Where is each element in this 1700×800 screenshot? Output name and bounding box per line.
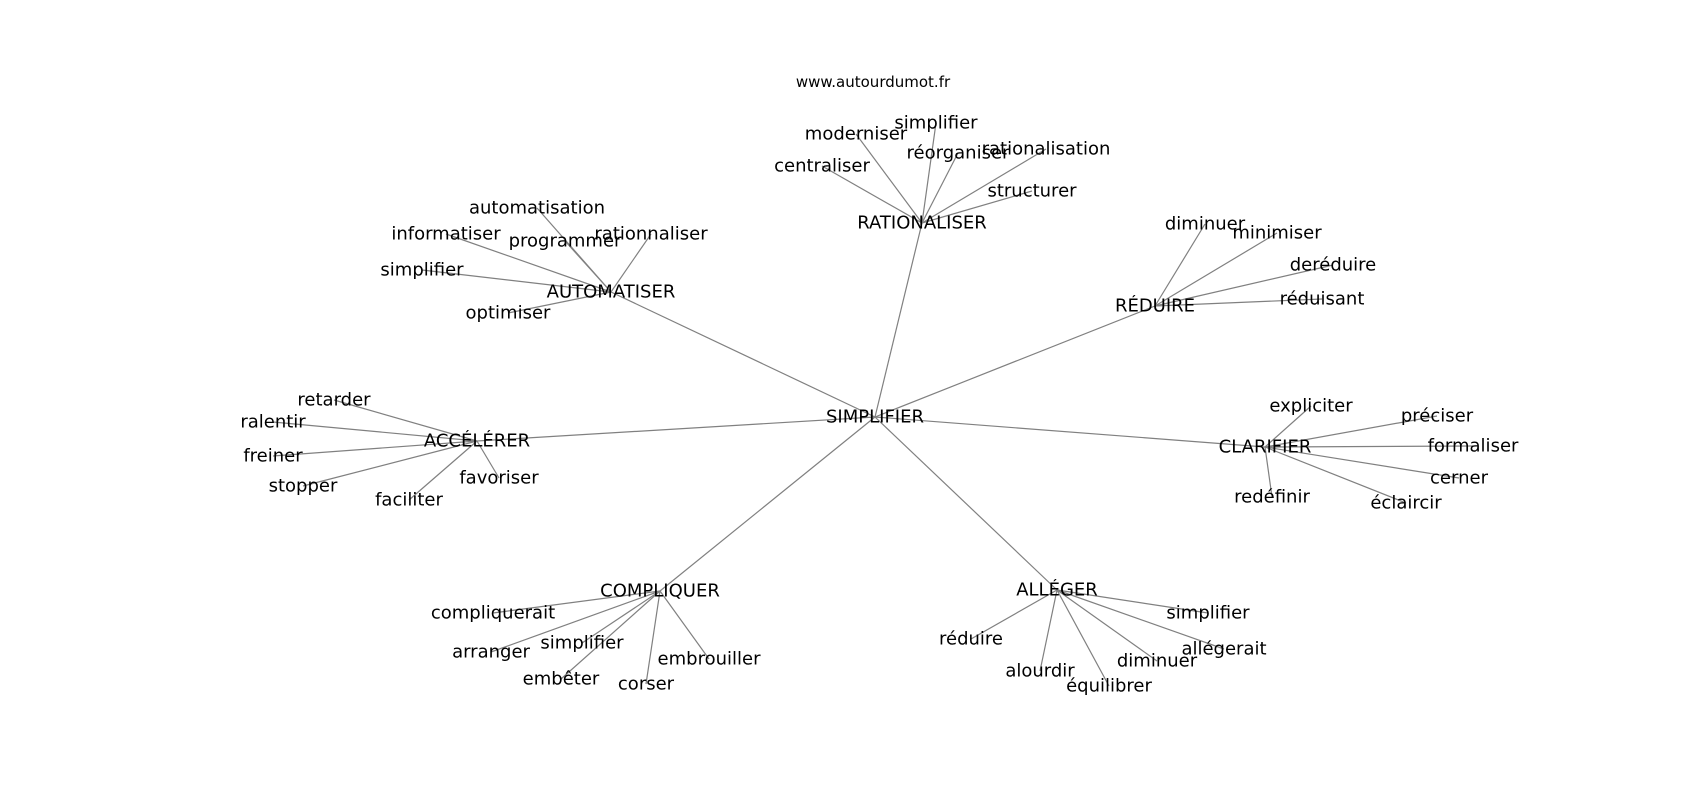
edge-center-compliquer: [659, 416, 876, 592]
edge-rationaliser-0: [855, 133, 923, 224]
leaf-node-automatiser-5: optimiser: [466, 303, 551, 324]
edge-automatiser-3: [610, 233, 652, 293]
leaf-node-rationaliser-3: rationalisation: [982, 139, 1111, 160]
leaf-node-compliquer-3: embêter: [523, 669, 600, 690]
edge-compliquer-3: [560, 590, 661, 680]
leaf-node-rationaliser-0: moderniser: [805, 124, 908, 145]
edge-compliquer-2: [581, 590, 661, 644]
edge-rationaliser-4: [821, 165, 923, 224]
leaf-node-automatiser-1: informatiser: [391, 224, 501, 245]
hub-node-accelerer: ACCÉLÉRER: [424, 430, 530, 452]
hub-node-reduire: RÉDUIRE: [1115, 295, 1195, 317]
edge-alleger-5: [1056, 589, 1158, 662]
leaf-node-automatiser-2: programmer: [509, 231, 622, 252]
leaf-node-reduire-2: deréduire: [1290, 255, 1377, 276]
edge-reduire-3: [1154, 298, 1323, 307]
leaf-node-accelerer-5: favoriser: [459, 468, 539, 489]
leaf-node-reduire-3: réduisant: [1280, 289, 1365, 310]
leaf-node-rationaliser-2: réorganiser: [907, 143, 1010, 164]
edge-center-accelerer: [476, 416, 876, 442]
leaf-node-automatiser-4: simplifier: [380, 260, 464, 281]
leaf-node-compliquer-0: compliquerait: [431, 603, 555, 624]
center-node-label: SIMPLIFIER: [826, 407, 924, 428]
leaf-node-clarifier-4: redéfinir: [1234, 487, 1310, 508]
edge-compliquer-4: [645, 590, 661, 685]
leaf-node-alleger-5: diminuer: [1117, 651, 1198, 672]
edge-accelerer-4: [408, 440, 478, 501]
edge-accelerer-5: [476, 440, 500, 479]
edge-compliquer-5: [659, 590, 710, 660]
edge-automatiser-2: [564, 240, 612, 293]
edge-alleger-4: [1056, 589, 1110, 687]
edge-center-alleger: [874, 416, 1058, 591]
leaf-node-alleger-4: équilibrer: [1066, 676, 1152, 697]
leaf-node-alleger-2: réduire: [939, 629, 1003, 650]
edge-clarifier-4: [1264, 446, 1273, 498]
leaf-node-accelerer-3: stopper: [269, 476, 338, 497]
edge-alleger-0: [1056, 589, 1209, 614]
edge-rationaliser-5: [921, 190, 1033, 224]
edge-alleger-3: [1039, 589, 1058, 672]
edge-accelerer-3: [302, 440, 478, 487]
edge-rationaliser-2: [921, 152, 959, 224]
source-label: www.autourdumot.fr: [796, 73, 951, 91]
edge-compliquer-0: [492, 590, 661, 614]
edge-center-reduire: [874, 305, 1156, 418]
leaf-node-reduire-1: minimiser: [1232, 223, 1322, 244]
edge-accelerer-1: [272, 421, 478, 442]
leaf-node-clarifier-0: expliciter: [1269, 396, 1353, 417]
edge-clarifier-2: [1264, 445, 1474, 448]
leaf-node-clarifier-5: éclaircir: [1370, 493, 1442, 514]
edge-reduire-2: [1154, 264, 1334, 307]
leaf-node-alleger-0: simplifier: [1166, 603, 1250, 624]
edge-alleger-2: [970, 589, 1058, 640]
leaf-node-rationaliser-5: structurer: [987, 181, 1077, 202]
edge-accelerer-2: [272, 440, 478, 457]
leaf-node-clarifier-2: formaliser: [1428, 436, 1519, 457]
hub-node-alleger: ALLÉGER: [1016, 579, 1098, 601]
edge-compliquer-1: [490, 590, 661, 653]
edge-alleger-1: [1056, 589, 1225, 650]
edge-clarifier-5: [1264, 446, 1407, 504]
leaf-node-accelerer-0: retarder: [297, 390, 371, 411]
leaf-node-rationaliser-4: centraliser: [774, 156, 870, 177]
edge-reduire-1: [1154, 232, 1278, 307]
edge-clarifier-0: [1264, 405, 1312, 448]
leaf-node-compliquer-2: simplifier: [540, 633, 624, 654]
leaf-node-automatiser-3: rationnaliser: [594, 224, 708, 245]
leaf-node-automatiser-0: automatisation: [469, 198, 605, 219]
hub-node-rationaliser: RATIONALISER: [857, 213, 987, 234]
hub-node-automatiser: AUTOMATISER: [547, 282, 676, 303]
hub-node-clarifier: CLARIFIER: [1219, 437, 1312, 458]
leaf-node-clarifier-3: cerner: [1430, 468, 1489, 489]
edge-accelerer-0: [333, 399, 478, 442]
graph-edges: [272, 122, 1474, 687]
leaf-node-rationaliser-1: simplifier: [894, 113, 978, 134]
edge-center-clarifier: [874, 416, 1266, 448]
edge-reduire-0: [1154, 223, 1206, 307]
edge-clarifier-3: [1264, 446, 1460, 479]
edge-automatiser-5: [507, 291, 612, 314]
leaf-node-alleger-3: alourdir: [1005, 661, 1075, 682]
edge-rationaliser-3: [921, 148, 1047, 224]
leaf-node-clarifier-1: préciser: [1401, 406, 1474, 427]
leaf-node-compliquer-5: embrouiller: [658, 649, 762, 670]
leaf-node-alleger-1: allégerait: [1181, 639, 1266, 660]
edge-center-automatiser: [610, 291, 876, 418]
leaf-node-compliquer-4: corser: [618, 674, 675, 695]
graph-labels: SIMPLIFIER RATIONALISERmodernisersimplif…: [240, 113, 1519, 697]
leaf-node-compliquer-1: arranger: [452, 642, 530, 663]
leaf-node-reduire-0: diminuer: [1165, 214, 1246, 235]
edge-center-rationaliser: [874, 222, 923, 418]
hub-node-compliquer: COMPLIQUER: [600, 581, 720, 602]
edge-rationaliser-1: [921, 122, 937, 224]
leaf-node-accelerer-2: freiner: [243, 446, 303, 467]
edge-clarifier-1: [1264, 415, 1438, 448]
edge-automatiser-4: [421, 269, 612, 293]
leaf-node-accelerer-4: faciliter: [375, 490, 443, 511]
leaf-node-accelerer-1: ralentir: [240, 412, 306, 433]
edge-automatiser-1: [445, 233, 612, 293]
